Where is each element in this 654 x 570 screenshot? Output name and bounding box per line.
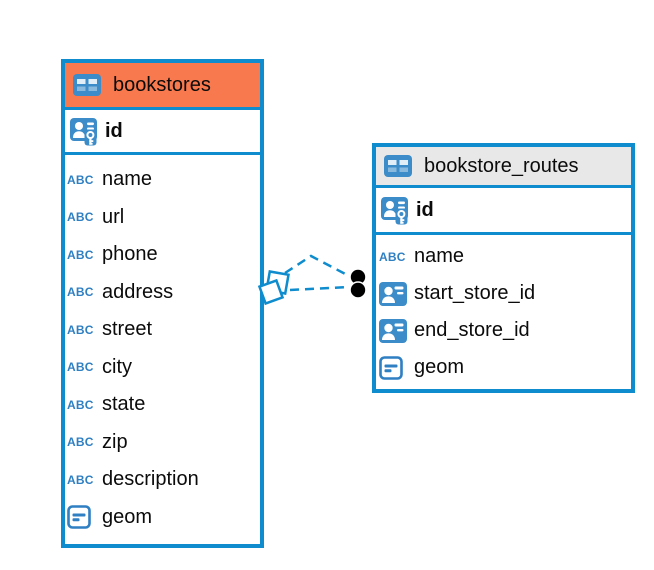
geometry-type-icon (379, 355, 409, 380)
column-row-zip[interactable]: ABC zip (67, 424, 260, 462)
column-row-url[interactable]: ABC url (67, 199, 260, 237)
column-row-name[interactable]: ABC name (67, 161, 260, 199)
column-name: description (102, 468, 199, 491)
column-name: state (102, 393, 146, 416)
column-row-state[interactable]: ABC state (67, 386, 260, 424)
text-type-icon: ABC (67, 322, 94, 337)
column-row-address[interactable]: ABC address (67, 274, 260, 312)
column-name: street (102, 318, 153, 341)
column-name: geom (102, 505, 153, 528)
text-type-icon: ABC (67, 435, 94, 450)
text-type-icon: ABC (67, 247, 94, 262)
column-row-start-store-id[interactable]: start_store_id (379, 275, 631, 312)
column-name: name (414, 245, 465, 267)
column-name: start_store_id (414, 282, 536, 304)
column-row-id[interactable]: id (376, 188, 631, 235)
relationship-source-squares-icon[interactable] (257, 270, 290, 306)
column-row-street[interactable]: ABC street (67, 311, 260, 349)
entity-bookstore-routes[interactable]: bookstore_routes id (372, 143, 635, 393)
column-row-geom[interactable]: geom (67, 499, 260, 537)
text-type-icon: ABC (67, 360, 94, 375)
table-name: bookstore_routes (424, 154, 579, 177)
column-name: address (102, 280, 174, 303)
text-type-icon: ABC (67, 210, 94, 225)
relationship-line-2[interactable] (289, 285, 350, 292)
table-icon (73, 74, 103, 96)
table-name: bookstores (113, 73, 211, 96)
column-row-city[interactable]: ABC city (67, 349, 260, 387)
column-name: phone (102, 243, 158, 266)
column-name: city (102, 355, 132, 378)
reference-type-icon (379, 281, 409, 306)
column-name: url (102, 205, 125, 228)
table-icon (384, 155, 414, 177)
column-name: geom (414, 356, 465, 378)
column-row-id[interactable]: id (65, 110, 260, 155)
geometry-type-icon (67, 505, 97, 530)
text-type-icon: ABC (67, 472, 94, 487)
column-row-geom[interactable]: geom (379, 349, 631, 386)
column-list: ABC name ABC url ABC phone ABC address A… (65, 155, 260, 542)
text-type-icon: ABC (67, 397, 94, 412)
reference-type-icon (379, 318, 409, 343)
table-header-bookstores[interactable]: bookstores (65, 63, 260, 110)
column-list: ABC name start_store_id (376, 235, 631, 389)
table-header-bookstore-routes[interactable]: bookstore_routes (376, 147, 631, 188)
column-name: end_store_id (414, 319, 530, 341)
text-type-icon: ABC (379, 249, 406, 264)
column-name: name (102, 168, 153, 191)
relationship-line-1[interactable] (284, 254, 352, 279)
column-name: id (105, 119, 123, 142)
primary-key-icon (69, 117, 99, 146)
column-row-end-store-id[interactable]: end_store_id (379, 312, 631, 349)
entity-bookstores[interactable]: bookstores id A (61, 59, 264, 548)
column-row-phone[interactable]: ABC phone (67, 236, 260, 274)
column-name: id (416, 198, 434, 221)
text-type-icon: ABC (67, 285, 94, 300)
primary-key-icon (380, 196, 410, 225)
column-name: zip (102, 430, 128, 453)
column-row-description[interactable]: ABC description (67, 461, 260, 499)
text-type-icon: ABC (67, 172, 94, 187)
column-row-name[interactable]: ABC name (379, 238, 631, 275)
relationship-target-dot-2[interactable] (349, 281, 367, 299)
